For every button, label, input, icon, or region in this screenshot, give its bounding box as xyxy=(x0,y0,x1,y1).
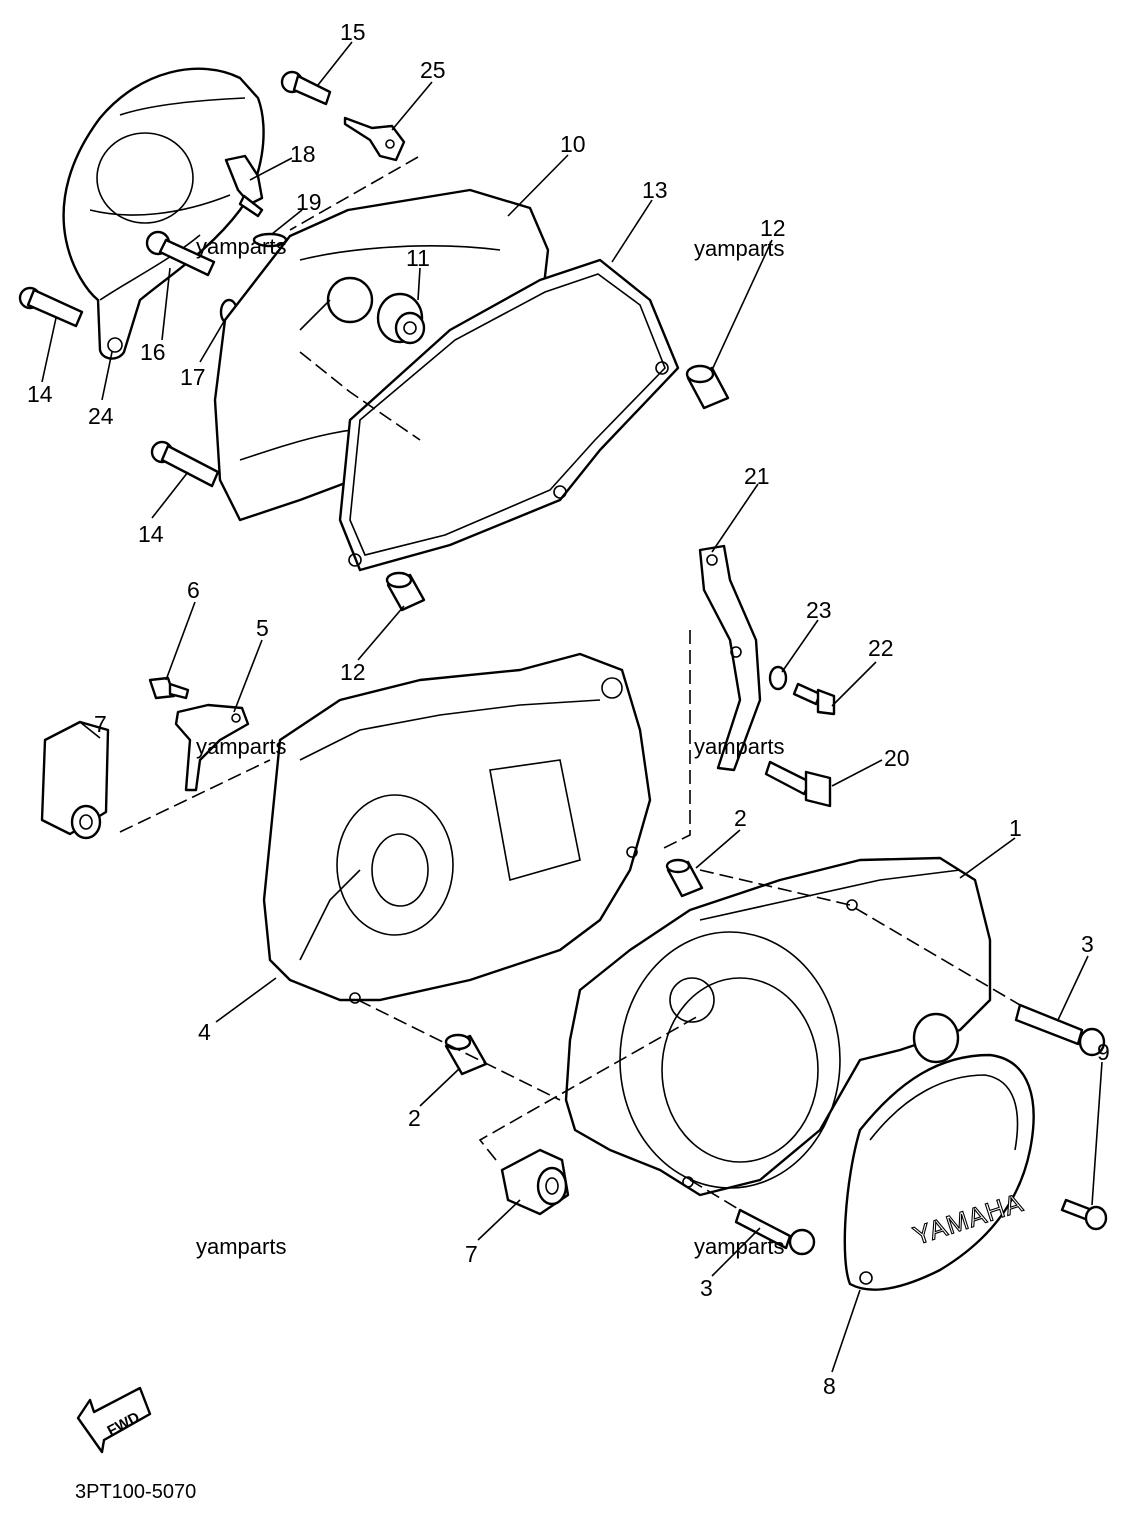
callout-18: 18 xyxy=(290,141,316,167)
part-3-bolt-lower xyxy=(734,1208,816,1256)
part-9-screw xyxy=(1060,1198,1108,1231)
callout-13: 13 xyxy=(642,177,668,203)
callout-10: 10 xyxy=(560,131,586,157)
leader-lines xyxy=(41,41,1103,1373)
part-12-dowel-lower xyxy=(385,571,426,612)
callout-12-lower: 12 xyxy=(340,659,366,685)
watermarks: yamparts yamparts yamparts yamparts yamp… xyxy=(196,234,784,1259)
part-2-dowel-upper xyxy=(665,858,704,898)
callout-25: 25 xyxy=(420,57,446,83)
part-13-gasket xyxy=(338,258,680,572)
callout-23: 23 xyxy=(806,597,832,623)
callout-22: 22 xyxy=(868,635,894,661)
callout-8: 8 xyxy=(823,1373,836,1399)
diagram-code: 3PT100-5070 xyxy=(75,1481,196,1503)
part-16-bolt xyxy=(145,230,216,277)
callout-9: 9 xyxy=(1097,1039,1110,1065)
callout-12-upper: 12 xyxy=(760,215,786,241)
watermark-text: yamparts xyxy=(694,1234,784,1259)
part-18-plug xyxy=(224,154,264,218)
part-4-left-crankcase xyxy=(262,652,652,1004)
callout-4: 4 xyxy=(198,1019,211,1045)
callout-14-lower: 14 xyxy=(138,521,164,547)
alignment-lines xyxy=(119,156,1021,1211)
callout-11: 11 xyxy=(406,245,430,271)
part-12-dowel-upper xyxy=(685,364,730,410)
callout-20: 20 xyxy=(884,745,910,771)
callout-17: 17 xyxy=(180,364,206,390)
callout-21: 21 xyxy=(744,463,770,489)
callout-7-lower: 7 xyxy=(465,1241,478,1267)
part-3-bolt-upper xyxy=(1014,1003,1106,1057)
watermark-text: yamparts xyxy=(196,734,286,759)
callout-5: 5 xyxy=(256,615,269,641)
fwd-arrow-icon: FWD xyxy=(76,1386,152,1454)
callout-3-upper: 3 xyxy=(1081,931,1094,957)
watermark-text: yamparts xyxy=(694,236,784,261)
callout-16: 16 xyxy=(140,339,166,365)
watermark-text: yamparts xyxy=(694,734,784,759)
part-10-clutch-cover xyxy=(213,188,550,522)
callout-labels: 15 25 18 10 13 19 11 12 16 17 14 24 14 2… xyxy=(27,19,1110,1399)
part-21-stay xyxy=(698,544,762,772)
callout-2-lower: 2 xyxy=(408,1105,421,1131)
watermark-text: yamparts xyxy=(196,1234,286,1259)
part-23-washer xyxy=(768,665,788,691)
part-2-dowel-lower xyxy=(444,1033,488,1076)
part-14-bolt-upper xyxy=(18,286,84,328)
part-15-bolt xyxy=(280,70,332,106)
part-25-bracket xyxy=(343,116,406,162)
callout-24: 24 xyxy=(88,403,114,429)
part-14-bolt-lower xyxy=(150,440,220,488)
part-22-bolt xyxy=(792,682,836,716)
callout-14-upper: 14 xyxy=(27,381,53,407)
part-6-bolt xyxy=(148,676,190,700)
part-11-bearing xyxy=(376,292,426,345)
callout-15: 15 xyxy=(340,19,366,45)
part-20-bolt xyxy=(764,760,832,808)
callout-19: 19 xyxy=(296,189,322,215)
callout-1: 1 xyxy=(1009,815,1022,841)
callout-3-lower: 3 xyxy=(700,1275,713,1301)
part-5-bracket xyxy=(174,703,250,792)
part-8-magneto-cover xyxy=(843,1053,1035,1291)
callout-2-upper: 2 xyxy=(734,805,747,831)
callout-6: 6 xyxy=(187,577,200,603)
part-7-damper-left xyxy=(40,720,110,840)
watermark-text: yamparts xyxy=(196,234,286,259)
part-7-damper-lower xyxy=(500,1148,570,1216)
callout-7-left: 7 xyxy=(94,711,107,737)
